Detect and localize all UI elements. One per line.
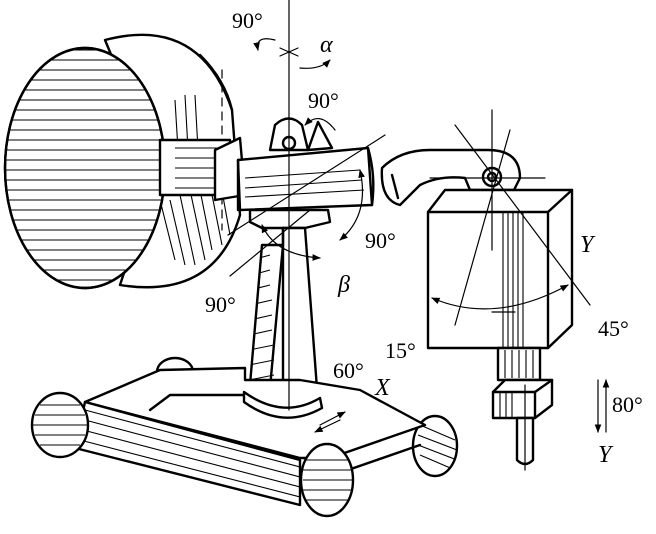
label-alpha-symbol: α — [320, 32, 333, 58]
motion-arrows — [253, 38, 610, 433]
shoulder-bracket — [268, 117, 334, 152]
label-wrist-axis: Y — [580, 232, 596, 258]
axis-lines — [227, 0, 591, 471]
label-arm-pitch-angle: 90° — [365, 228, 396, 253]
shoulder-disc — [3, 46, 167, 290]
label-beta-symbol: β — [337, 272, 350, 298]
label-base-axis: X — [374, 375, 391, 401]
label-alpha-angle: 90° — [232, 8, 263, 33]
upper-arm — [158, 136, 247, 202]
label-lift-value: 80° — [612, 392, 643, 417]
label-wrist-left-angle: 15° — [385, 338, 416, 363]
label-base-angle: 60° — [333, 358, 364, 383]
elbow-beam — [236, 146, 375, 212]
label-beta-angle: 90° — [205, 292, 236, 317]
wrist-box — [426, 188, 574, 350]
carriage-base — [30, 356, 459, 518]
labels: 90° α 90° 90° 90° β 15° 45° Y 60° X 80° … — [205, 8, 643, 468]
label-wrist-right-angle: 45° — [598, 316, 629, 341]
label-shoulder-angle: 90° — [308, 88, 339, 113]
gripper — [491, 346, 554, 466]
label-lift-axis: Y — [598, 442, 614, 468]
